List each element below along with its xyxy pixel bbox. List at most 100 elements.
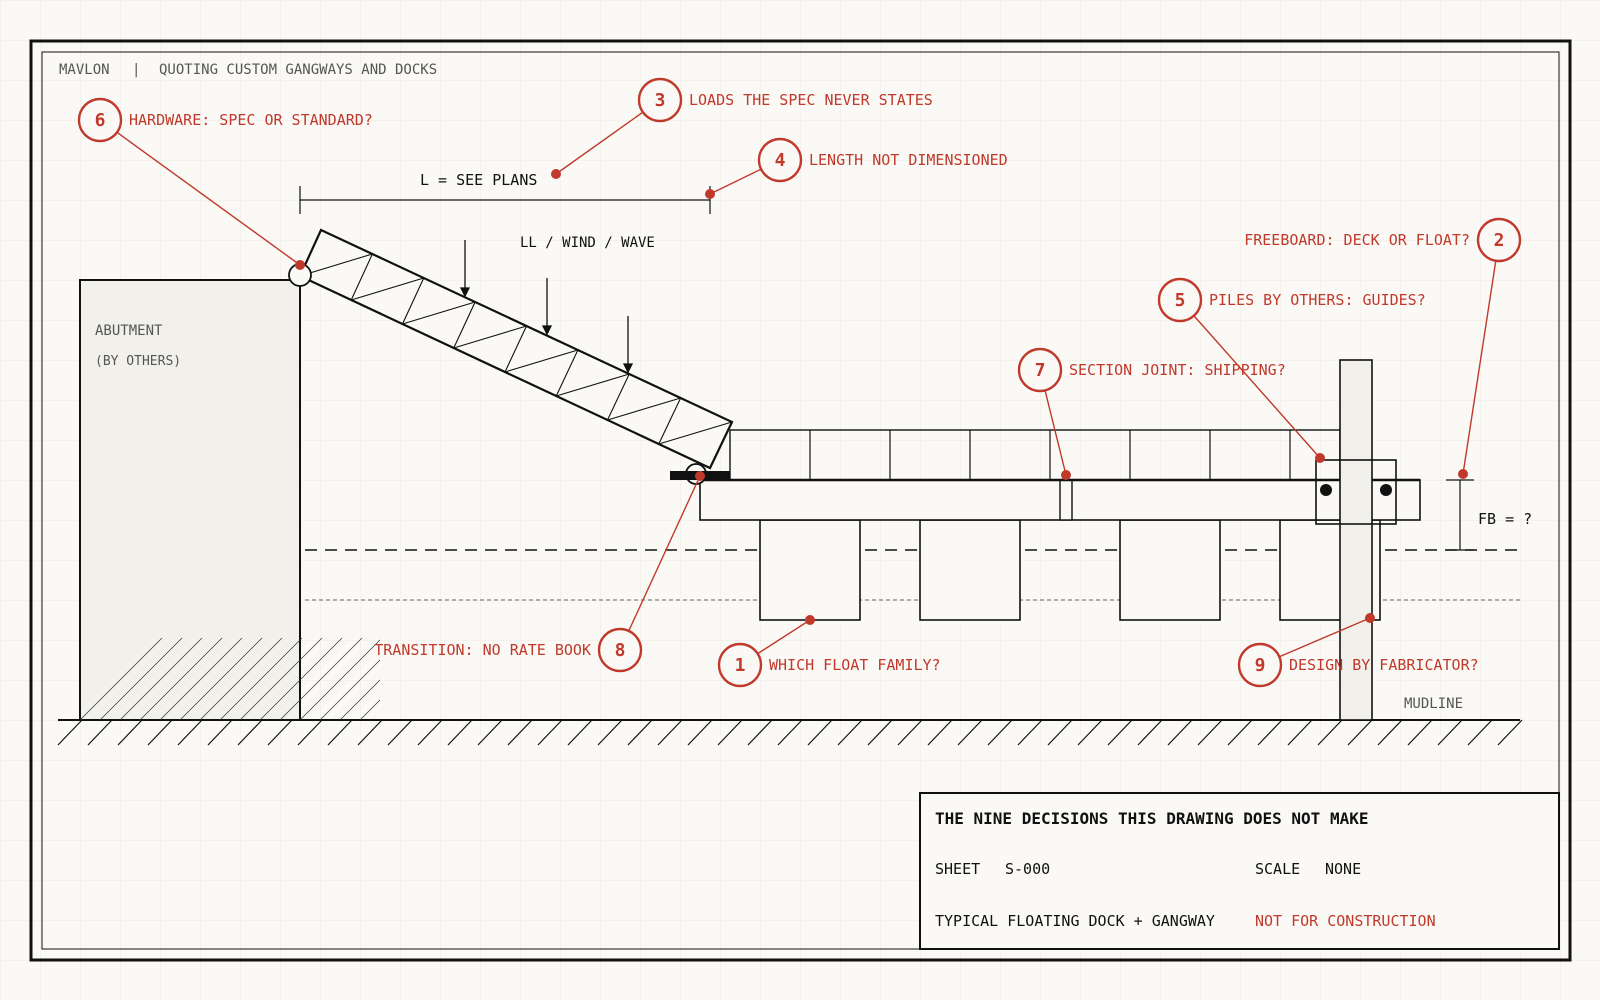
abutment-hatch-stroke	[339, 679, 380, 720]
ground-hatch-stroke	[387, 719, 413, 746]
callout-5-dot	[1315, 453, 1325, 463]
callout-5-text: PILES BY OTHERS: GUIDES?	[1209, 291, 1426, 309]
header-separator: |	[132, 62, 140, 78]
truss-diagonal	[350, 253, 373, 301]
abutment-hatch-stroke	[99, 638, 183, 720]
abutment-hatch	[80, 638, 380, 720]
ground-hatch-stroke	[1467, 719, 1493, 746]
ground-hatch-stroke	[627, 719, 653, 746]
callout-6-text: HARDWARE: SPEC OR STANDARD?	[129, 111, 373, 129]
abutment-hatch-stroke	[199, 638, 283, 720]
callout-3-dot	[551, 169, 561, 179]
ground-hatch-stroke	[1497, 719, 1523, 746]
pile-guide	[1315, 459, 1397, 525]
abutment-hatch-stroke	[179, 638, 263, 720]
callout-6-bubble	[77, 97, 123, 143]
abutment-hatch-stroke	[239, 638, 323, 720]
truss-diagonal	[402, 277, 425, 325]
abutment-hatch-stroke	[139, 638, 223, 720]
truss-diagonal	[709, 421, 733, 469]
length-label: L = SEE PLANS	[420, 171, 537, 189]
ground-hatch-stroke	[657, 719, 683, 746]
ground-hatch-stroke	[1047, 719, 1073, 746]
callout-9-dot	[1365, 613, 1375, 623]
abutment-hatch-stroke	[119, 638, 203, 720]
truss-diagonal	[351, 277, 424, 301]
ground-hatch	[57, 719, 1523, 746]
truss-diagonal	[299, 253, 373, 277]
callout-4-bubble	[757, 137, 803, 183]
callout-1-bubble	[717, 642, 763, 688]
abutment-hatch-stroke	[279, 638, 363, 720]
ground-hatch-stroke	[807, 719, 833, 746]
ground-hatch-stroke	[867, 719, 893, 746]
callout-9-text: DESIGN BY FABRICATOR?	[1289, 656, 1479, 674]
callout-7-number: 7	[1035, 360, 1046, 381]
callout-3-text: LOADS THE SPEC NEVER STATES	[689, 91, 933, 109]
ground-hatch-stroke	[477, 719, 503, 746]
callout-8-leader	[619, 475, 701, 651]
ground-hatch-stroke	[117, 719, 143, 746]
ground-hatch-stroke	[1347, 719, 1373, 746]
callout-4-text: LENGTH NOT DIMENSIONED	[809, 151, 1008, 169]
truss-diagonal	[402, 301, 476, 325]
callout-1-number: 1	[735, 655, 746, 676]
callout-8-dot	[695, 471, 705, 481]
ground-hatch-stroke	[1167, 719, 1193, 746]
ground-hatch-stroke	[327, 719, 353, 746]
callout-5-leader	[1179, 299, 1321, 459]
ground-hatch-stroke	[507, 719, 533, 746]
truss-diagonal	[556, 373, 630, 397]
sheet-border-inner	[41, 51, 1560, 950]
scale-label: SCALE	[1255, 860, 1300, 878]
truss-diagonal	[453, 325, 527, 349]
ground-hatch-stroke	[147, 719, 173, 746]
callout-7-text: SECTION JOINT: SHIPPING?	[1069, 361, 1286, 379]
title-block-title: THE NINE DECISIONS THIS DRAWING DOES NOT…	[935, 809, 1368, 828]
header-brand: MAVLON	[59, 62, 110, 78]
ground-hatch-stroke	[1437, 719, 1463, 746]
ground-hatch-stroke	[1137, 719, 1163, 746]
callout-8-text: TRANSITION: NO RATE BOOK	[374, 641, 591, 659]
callout-3-number: 3	[655, 90, 666, 111]
ground-hatch-stroke	[837, 719, 863, 746]
float-pontoon	[919, 519, 1021, 621]
ground-hatch-stroke	[357, 719, 383, 746]
abutment-hatch-stroke	[259, 638, 343, 720]
ground-hatch-stroke	[417, 719, 443, 746]
ground-hatch-stroke	[207, 719, 233, 746]
ground-hatch-stroke	[567, 719, 593, 746]
drawing-description: TYPICAL FLOATING DOCK + GANGWAY	[935, 912, 1215, 930]
ground-hatch-stroke	[987, 719, 1013, 746]
mudline-label: MUDLINE	[1404, 696, 1463, 712]
ground-hatch-stroke	[1227, 719, 1253, 746]
ground-hatch-stroke	[1407, 719, 1433, 746]
ground-hatch-stroke	[447, 719, 473, 746]
ground-hatch-stroke	[87, 719, 113, 746]
callout-4-number: 4	[775, 150, 786, 171]
ground-hatch-stroke	[777, 719, 803, 746]
title-block	[919, 792, 1560, 950]
truss-diagonal	[504, 325, 527, 373]
ground-hatch-stroke	[1317, 719, 1343, 746]
abutment-sublabel: (BY OTHERS)	[95, 354, 181, 369]
sheet-label: SHEET	[935, 860, 980, 878]
abutment-label: ABUTMENT	[95, 323, 163, 339]
callout-7-bubble	[1017, 347, 1063, 393]
sheet-value: S-000	[1005, 860, 1050, 878]
ground-hatch-stroke	[1257, 719, 1283, 746]
abutment-hatch-stroke	[299, 639, 380, 720]
ground-hatch-stroke	[237, 719, 263, 746]
truss-diagonal	[658, 397, 682, 445]
float-pontoon	[759, 519, 861, 621]
abutment	[79, 279, 301, 721]
load-arrow	[459, 240, 471, 298]
section-joint	[1059, 479, 1073, 521]
ground-hatch-stroke	[747, 719, 773, 746]
callout-9-bubble	[1237, 642, 1283, 688]
callout-2-text: FREEBOARD: DECK OR FLOAT?	[1244, 231, 1470, 249]
ground-hatch-stroke	[1077, 719, 1103, 746]
callout-2-bubble	[1476, 217, 1522, 263]
callout-4-dot	[705, 189, 715, 199]
